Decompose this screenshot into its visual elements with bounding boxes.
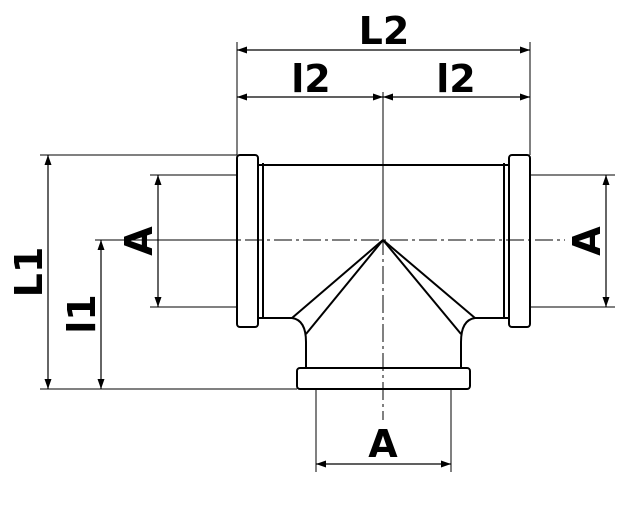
centerlines [100, 92, 565, 420]
label-thread-left: A [117, 226, 161, 256]
label-thread-right: A [565, 226, 609, 256]
label-thread-bottom: A [368, 422, 398, 466]
label-half-length-left: l2 [291, 57, 330, 101]
extension-lines [40, 42, 615, 472]
label-overall-height: L1 [7, 247, 51, 298]
cone-line-2 [305, 239, 384, 335]
cone-line-4 [382, 239, 462, 335]
left-fillet [291, 317, 307, 343]
label-half-length-right: l2 [436, 57, 475, 101]
right-flange [508, 154, 531, 328]
dimension-labels: L2 l2 l2 L1 l1 A A A [7, 9, 609, 466]
cone-line-1 [291, 239, 384, 319]
right-fillet [460, 317, 476, 343]
bottom-flange [296, 367, 471, 390]
label-branch-height: l1 [60, 294, 104, 333]
left-flange [236, 154, 259, 328]
cone-line-3 [382, 239, 476, 319]
label-overall-length: L2 [359, 9, 410, 53]
dimension-lines [44, 46, 610, 468]
